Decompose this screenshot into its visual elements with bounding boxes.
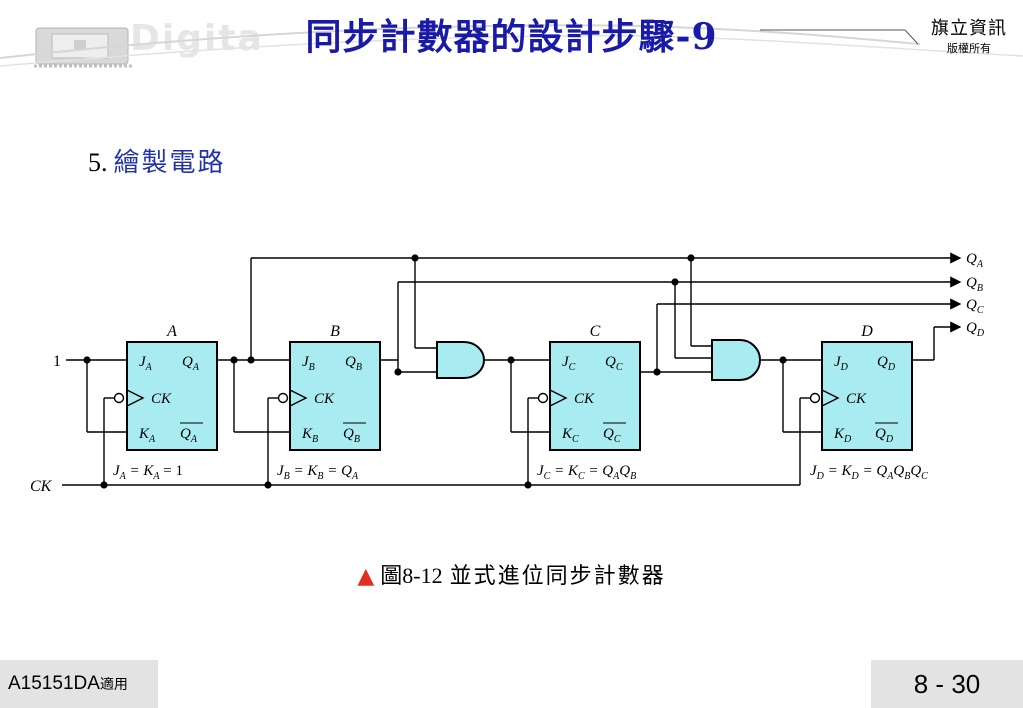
flipflop-c-q-label: Q [605, 354, 616, 370]
equation-c: JC = KC = QAQB [537, 463, 636, 482]
svg-text:QC: QC [603, 426, 621, 445]
figure-caption: ▲圖8-12 並式進位同步計數器 [0, 558, 1023, 590]
flipflop-d-q-label: Q [877, 354, 888, 370]
publisher-mark: 旗立資訊 版權所有 [921, 14, 1017, 56]
flipflop-d: D JD QD CK KD QD [809, 323, 913, 451]
header-swoosh [0, 24, 1023, 67]
step-heading: 5.繪製電路 [88, 142, 226, 179]
flipflop-d-k-label: K [833, 426, 845, 442]
flipflop-c-ck-label: CK [574, 391, 595, 407]
flipflop-b-qbar-label: Q [343, 426, 354, 442]
brand-watermark: Digita [130, 18, 264, 59]
flipflop-d-name: D [860, 323, 873, 340]
svg-text:QB: QB [343, 426, 360, 445]
input-one-label: 1 [53, 353, 61, 370]
chip-logo-icon [34, 27, 132, 68]
figure-caption-text: 並式進位同步計數器 [449, 564, 666, 589]
output-qb-label: QB [966, 275, 983, 294]
svg-text:KD: KD [833, 426, 852, 445]
publisher-name: 旗立資訊 [931, 18, 1007, 39]
flipflop-a-qbar-label: Q [180, 426, 191, 442]
svg-text:QD: QD [877, 354, 896, 373]
clock-label: CK [30, 478, 53, 495]
step-number: 5. [88, 148, 108, 177]
course-code-text: A15151DA [8, 673, 100, 694]
svg-text:JD: JD [834, 354, 849, 373]
course-code-suffix: 適用 [99, 677, 128, 693]
flipflop-d-qbar-label: Q [875, 426, 886, 442]
equation-a: JA = KA = 1 [113, 463, 183, 482]
flipflop-b-k-label: K [301, 426, 313, 442]
output-qd-label: QD [966, 320, 985, 339]
svg-text:JA: JA [139, 354, 153, 373]
equation-d: JD = KD = QAQBQC [810, 463, 928, 482]
flipflop-a: A JA QA CK KA QA [113, 323, 218, 451]
svg-text:QD: QD [875, 426, 894, 445]
flipflop-c: C JC QC CK KC QC [537, 323, 641, 451]
flipflop-c-name: C [590, 323, 601, 340]
flipflop-d-j-label: J [834, 354, 842, 370]
flipflop-b: B JB QB CK KB QB [277, 323, 381, 451]
flipflop-a-ck-label: CK [151, 391, 172, 407]
figure-number: 圖8-12 [380, 563, 443, 588]
svg-text:KC: KC [561, 426, 579, 445]
equation-b: JB = KB = QA [277, 463, 359, 482]
flipflop-a-j-label: J [139, 354, 147, 370]
svg-text:JB: JB [302, 354, 315, 373]
flipflop-d-ck-label: CK [846, 391, 867, 407]
flipflop-c-j-label: J [562, 354, 570, 370]
and-gate-1 [436, 341, 485, 379]
flipflop-c-qbar-label: Q [603, 426, 614, 442]
svg-text:QA: QA [180, 426, 198, 445]
page-number: 8 - 30 [871, 660, 1023, 708]
page-title: 同步計數器的設計步驟-9 [305, 16, 718, 58]
flipflop-b-ck-label: CK [314, 391, 335, 407]
flipflop-a-q-label: Q [182, 354, 193, 370]
flipflop-b-name: B [330, 323, 340, 340]
slide-header: Digita 同步計數器的設計步驟-9 旗立資訊 版權所有 [0, 0, 1023, 80]
flipflop-a-name: A [166, 323, 177, 340]
triangle-marker-icon: ▲ [357, 564, 375, 589]
svg-text:JC: JC [562, 354, 576, 373]
svg-text:KA: KA [138, 426, 156, 445]
svg-text:QA: QA [182, 354, 200, 373]
output-qa-label: QA [966, 251, 984, 270]
svg-text:KB: KB [301, 426, 318, 445]
flipflop-c-k-label: K [561, 426, 573, 442]
publisher-rights: 版權所有 [947, 42, 991, 55]
flipflop-a-k-label: K [138, 426, 150, 442]
svg-text:QC: QC [605, 354, 623, 373]
output-qc-label: QC [966, 297, 984, 316]
flipflop-b-j-label: J [302, 354, 310, 370]
flipflop-b-q-label: Q [345, 354, 356, 370]
svg-text:QB: QB [345, 354, 362, 373]
and-gate-2 [711, 339, 761, 381]
step-text: 繪製電路 [113, 148, 226, 178]
counter-circuit-diagram: A JA QA CK KA QA B JB QB CK KB QB C JC Q… [30, 251, 985, 495]
